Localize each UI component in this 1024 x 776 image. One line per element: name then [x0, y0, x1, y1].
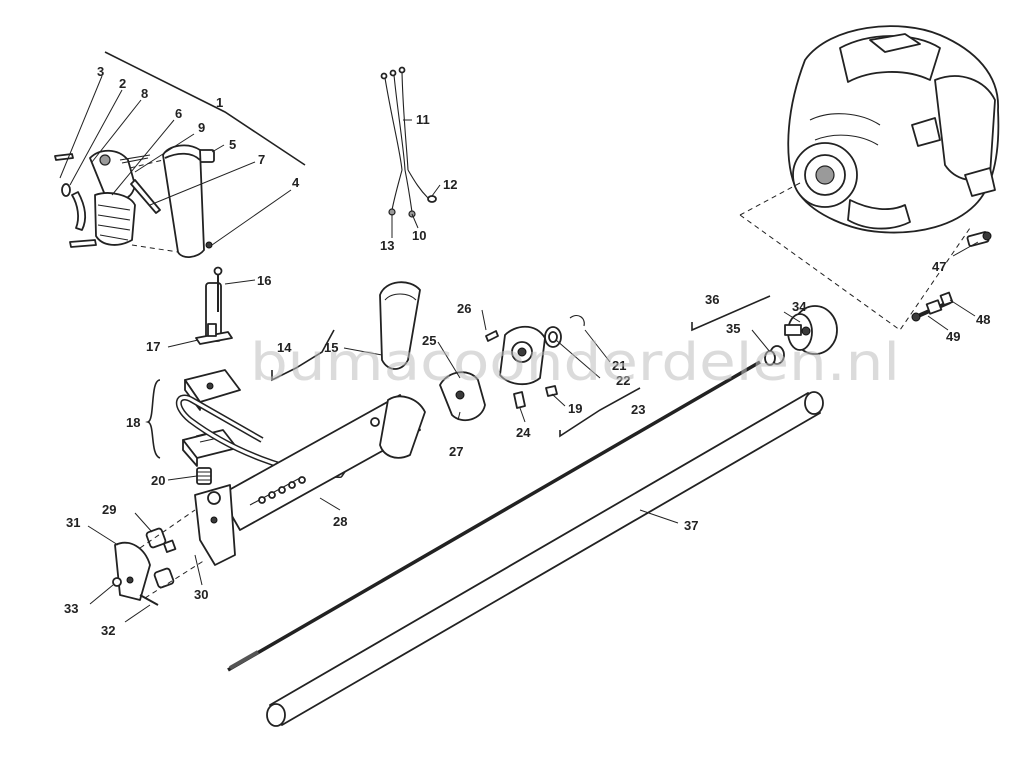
callout-11: 11: [416, 112, 430, 127]
brace-23: [559, 387, 641, 438]
engine-mount-dashed-line: [739, 182, 971, 331]
callout-7: 7: [258, 152, 265, 167]
callout-19: 19: [568, 401, 582, 416]
callout-48: 48: [976, 312, 990, 327]
callout-33: 33: [64, 601, 78, 616]
drive-shaft: [227, 360, 761, 672]
callout-36: 36: [705, 292, 719, 307]
callout-31: 31: [66, 515, 80, 530]
callout-6: 6: [175, 106, 182, 121]
bracket-31: [112, 541, 159, 606]
callout-labels: 1 2 3 4 5 6 7 8 9 10 11 12 13 14 15 16 1…: [64, 64, 990, 638]
spring-20: [196, 467, 212, 485]
gear-housing-22: [499, 325, 546, 385]
callout-4: 4: [292, 175, 300, 190]
callout-34: 34: [792, 299, 807, 314]
callout-3: 3: [97, 64, 104, 79]
callout-18: 18: [126, 415, 140, 430]
engine-unit: [787, 25, 1000, 234]
mount-block-30: [194, 484, 236, 566]
callout-24: 24: [516, 425, 531, 440]
bushings-29: [145, 527, 177, 589]
leader-lines: [59, 75, 979, 623]
callout-16: 16: [257, 273, 271, 288]
brace-18: [145, 379, 161, 459]
callout-21: 21: [612, 358, 626, 373]
callout-15: 15: [324, 340, 338, 355]
bolt-47: [966, 231, 992, 247]
bearing-21: [544, 326, 562, 348]
callout-37: 37: [684, 518, 698, 533]
callout-22: 22: [616, 373, 630, 388]
callout-10: 10: [412, 228, 426, 243]
callout-23: 23: [631, 402, 645, 417]
callout-27: 27: [449, 444, 463, 459]
stud-bolts-48-49: [911, 291, 954, 322]
callout-35: 35: [726, 321, 740, 336]
wiring-harness-11: [380, 66, 437, 218]
callout-2: 2: [119, 76, 126, 91]
bearing-35: [764, 345, 785, 366]
callout-26: 26: [457, 301, 471, 316]
housing-27: [439, 371, 486, 422]
callout-28: 28: [333, 514, 347, 529]
callout-47: 47: [932, 259, 946, 274]
callout-29: 29: [102, 502, 116, 517]
callout-25: 25: [422, 333, 436, 348]
shaft-tube-37: [266, 391, 824, 727]
callout-9: 9: [198, 120, 205, 135]
throttle-handle-assembly: [54, 144, 215, 258]
brace-14: [271, 329, 335, 382]
callout-13: 13: [380, 238, 394, 253]
screws-19-24-26: [485, 330, 558, 409]
callout-49: 49: [946, 329, 960, 344]
handle-post-16-17: [195, 266, 233, 345]
callout-14: 14: [277, 340, 292, 355]
watermark: bumacoonderdelen.nl: [250, 333, 900, 393]
callout-5: 5: [229, 137, 236, 152]
callout-20: 20: [151, 473, 165, 488]
brace-1: [104, 51, 306, 166]
clutch-drum-34: [784, 305, 838, 355]
bracket-dashed-line: [139, 509, 206, 599]
circlip-21: [569, 315, 585, 327]
callout-8: 8: [141, 86, 148, 101]
callout-30: 30: [194, 587, 208, 602]
brace-36: [691, 295, 771, 332]
callout-1: 1: [216, 95, 223, 110]
callout-32: 32: [101, 623, 115, 638]
shaft-tube-28: [219, 394, 426, 531]
callout-12: 12: [443, 177, 457, 192]
callout-17: 17: [146, 339, 160, 354]
